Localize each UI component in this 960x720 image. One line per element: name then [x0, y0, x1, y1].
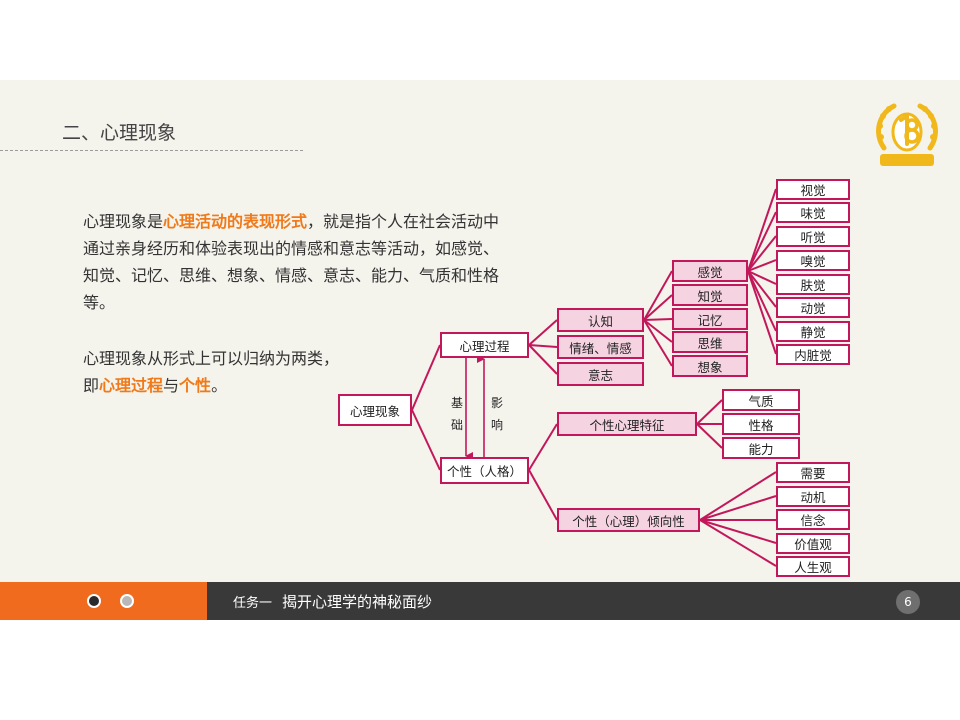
node-smell: 嗅觉: [776, 250, 850, 271]
node-belief: 信念: [776, 509, 850, 530]
node-ability: 能力: [722, 437, 800, 459]
edge-personality-tendency: [528, 469, 558, 521]
intro-text-end: ，就是指个人在社会活动中通过亲身经历和体验表现出的情感和意志等活动，如感觉、知觉…: [83, 212, 500, 312]
classification-text-start: 心理现象从形式上可以归纳为两类，: [83, 349, 340, 368]
classification-text-ji: 即: [83, 376, 100, 395]
edge-features-ability: [696, 423, 723, 449]
classification-text-and: 与: [163, 376, 180, 395]
highlight-personality: 个性: [179, 376, 212, 395]
edge-sensation-taste: [747, 211, 777, 272]
node-features: 个性心理特征: [557, 412, 697, 436]
page-number: 6: [896, 590, 920, 614]
edge-tendency-outlook: [699, 519, 777, 567]
edge-sensation-visceral: [747, 270, 777, 355]
node-vision: 视觉: [776, 179, 850, 200]
label-basis: 基础: [450, 396, 463, 432]
edge-cognition-sensation: [643, 270, 673, 321]
highlight-process: 心理过程: [99, 376, 164, 395]
node-motive: 动机: [776, 486, 850, 507]
edge-sensation-vision: [747, 188, 777, 272]
classification-paragraph: 心理现象从形式上可以归纳为两类， 即心理过程与个性。: [83, 345, 513, 399]
intro-highlight: 心理活动的表现形式: [163, 212, 308, 231]
edge-cognition-memory: [643, 318, 673, 321]
nav-dot-inactive[interactable]: [120, 594, 134, 608]
node-imagination: 想象: [672, 355, 748, 377]
node-sensation: 感觉: [672, 260, 748, 282]
logo-icon: [876, 103, 938, 166]
node-skin: 肤觉: [776, 274, 850, 295]
footer-task-title: 揭开心理学的神秘面纱: [282, 593, 433, 611]
edge-tendency-values: [699, 519, 777, 544]
node-character: 性格: [722, 413, 800, 435]
edge-sensation-static: [747, 270, 777, 332]
edge-cognition-imagination: [643, 319, 673, 367]
nav-dot-active[interactable]: [87, 594, 101, 608]
node-temperament: 气质: [722, 389, 800, 411]
slide-title: 二、心理现象: [62, 122, 177, 144]
footer-title: 任务一揭开心理学的神秘面纱: [233, 591, 432, 612]
classification-text-end: 。: [211, 376, 228, 395]
edge-process-will: [528, 344, 558, 375]
edge-sensation-kinesthetic: [747, 270, 777, 308]
edge-process-emotion: [528, 344, 558, 348]
footer-dark: [207, 582, 960, 620]
node-tendency: 个性（心理）倾向性: [557, 508, 700, 532]
node-emotion: 情绪、情感: [557, 335, 644, 359]
footer-bar: 任务一揭开心理学的神秘面纱 6: [0, 582, 960, 620]
edge-tendency-need: [699, 471, 777, 521]
edge-tendency-motive: [699, 495, 777, 521]
node-hearing: 听觉: [776, 226, 850, 247]
node-memory: 记忆: [672, 308, 748, 330]
node-process: 心理过程: [440, 332, 529, 358]
edge-features-temperament: [696, 399, 723, 425]
edge-personality-features: [528, 423, 558, 471]
node-cognition: 认知: [557, 308, 644, 332]
edge-root-personality: [411, 409, 441, 471]
node-perception: 知觉: [672, 284, 748, 306]
node-outlook: 人生观: [776, 556, 850, 577]
node-static: 静觉: [776, 321, 850, 342]
footer-accent: [0, 582, 207, 620]
title-divider: [0, 150, 303, 151]
edge-sensation-hearing: [747, 235, 777, 272]
node-will: 意志: [557, 362, 644, 386]
diagram-connectors: [411, 188, 777, 567]
node-values: 价值观: [776, 533, 850, 554]
edge-root-process: [411, 344, 441, 411]
footer-task-label: 任务一: [233, 596, 273, 611]
edge-sensation-skin: [747, 270, 777, 285]
intro-text-start: 心理现象是: [83, 212, 164, 231]
node-personality: 个性（人格）: [440, 457, 529, 484]
node-thinking: 思维: [672, 331, 748, 353]
node-visceral: 内脏觉: [776, 344, 850, 365]
edge-cognition-perception: [643, 294, 673, 321]
edge-sensation-smell: [747, 259, 777, 272]
intro-paragraph: 心理现象是心理活动的表现形式，就是指个人在社会活动中通过亲身经历和体验表现出的情…: [83, 208, 513, 316]
node-need: 需要: [776, 462, 850, 483]
node-root: 心理现象: [338, 394, 412, 426]
edge-cognition-thinking: [643, 319, 673, 343]
label-influence: 影响: [490, 396, 503, 432]
slide: 二、心理现象 心理现象是心理活动的表现形式，就是指个人在社会活动中通过亲身经历和…: [0, 80, 960, 620]
node-taste: 味觉: [776, 202, 850, 223]
edge-process-cognition: [528, 319, 558, 346]
node-kinesthetic: 动觉: [776, 297, 850, 318]
